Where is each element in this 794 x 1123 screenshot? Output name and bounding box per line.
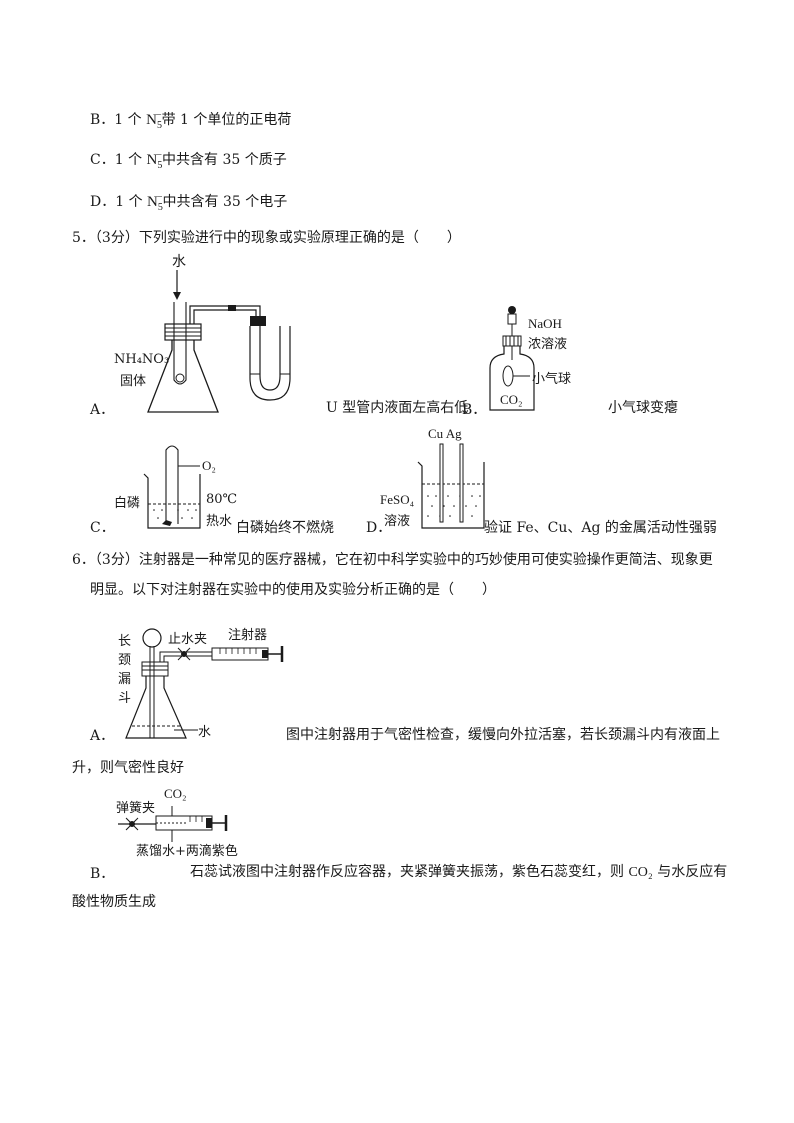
funnel-bulb xyxy=(142,628,162,648)
ion-formula: N5− xyxy=(146,110,162,131)
dropper-bulb xyxy=(508,306,516,314)
option-letter: C．1 个 xyxy=(90,152,147,168)
water-label: 水 xyxy=(198,725,212,740)
option-text: 中共含有 35 个质子 xyxy=(162,152,287,168)
hot-water-label: 热水 xyxy=(206,514,233,529)
q6-option-b-letter: B． xyxy=(90,866,115,882)
q5-option-b-letter: B． xyxy=(462,402,487,418)
funnel-char: 长 xyxy=(118,634,132,649)
q5-option-a-caption: U 型管内液面左高右低 xyxy=(326,400,469,416)
q6-option-a-letter: A． xyxy=(90,728,115,744)
q5-stem: 5．（3分）下列实验进行中的现象或实验原理正确的是（ ） xyxy=(72,230,461,246)
q6-stem-line1: 6．（3分）注射器是一种常见的医疗器械，它在初中科学实验中的巧妙使用可使实验操作… xyxy=(72,552,713,568)
stopper xyxy=(141,661,169,677)
q5-option-d-letter: D． xyxy=(366,520,392,536)
u-tube-stopper xyxy=(250,316,266,326)
arrow-down-icon xyxy=(173,292,181,300)
q6-option-a-caption-line2: 升，则气密性良好 xyxy=(72,760,184,776)
option-b: B．1 个 N5−带 1 个单位的正电荷 xyxy=(90,106,291,136)
naoh-label: NaOH xyxy=(528,316,562,331)
conical-flask xyxy=(147,340,219,413)
q6-option-a-caption-line1: 图中注射器用于气密性检查，缓慢向外拉活塞，若长颈漏斗内有液面上 xyxy=(286,727,720,743)
option-text: 中共含有 35 个电子 xyxy=(162,194,288,210)
q5-option-d-caption: 验证 Fe、Cu、Ag 的金属活动性强弱 xyxy=(484,520,717,536)
conical-flask xyxy=(125,676,187,739)
bottle xyxy=(489,346,535,411)
option-letter: D．1 个 xyxy=(90,194,148,210)
q5d-diagram xyxy=(417,443,485,529)
q6-option-b-caption-line2: 酸性物质生成 xyxy=(72,894,156,910)
q5-option-c-letter: C． xyxy=(90,520,115,536)
liquid-label-line1: 蒸馏水+两滴紫色 xyxy=(136,844,238,859)
option-d: D．1 个 N5−中共含有 35 个电子 xyxy=(90,188,287,218)
inverted-tube xyxy=(165,445,179,524)
concentrated-label: 浓溶液 xyxy=(528,337,568,352)
clamp-label: 止水夹 xyxy=(168,632,208,647)
feso4-label: FeSO₄ xyxy=(380,492,415,507)
co2-label: CO₂ xyxy=(164,786,187,801)
metals-label: Cu Ag xyxy=(428,426,462,441)
q6-stem-line2: 明显。以下对注射器在实验中的使用及实验分析正确的是（ ） xyxy=(90,582,496,598)
syringe-label: 注射器 xyxy=(228,628,268,643)
funnel-char: 颈 xyxy=(118,653,132,668)
solid-label: 固体 xyxy=(120,374,147,389)
balloon-label: 小气球 xyxy=(532,372,572,387)
phosphorus xyxy=(162,520,172,526)
funnel-char: 漏 xyxy=(118,672,132,687)
liquid-label-line2: 石蕊试液 xyxy=(190,864,246,880)
temperature-label: 80℃ xyxy=(206,492,238,507)
q5a-diagram: 水 xyxy=(147,254,291,413)
q5-option-c-caption: 白磷始终不燃烧 xyxy=(236,520,334,536)
q5c-diagram xyxy=(143,445,201,529)
test-tube xyxy=(173,302,187,385)
beaker xyxy=(143,473,201,529)
u-tube xyxy=(249,326,291,401)
q5b-diagram xyxy=(489,306,535,411)
q5-option-a-letter: A． xyxy=(90,402,115,418)
ion-formula: N5− xyxy=(146,150,163,171)
tube-connector xyxy=(228,305,236,311)
q6b-diagram xyxy=(118,806,228,842)
o2-label: O₂ xyxy=(202,458,216,473)
option-letter: B．1 个 xyxy=(90,112,147,128)
option-c: C．1 个 N5−中共含有 35 个质子 xyxy=(90,146,287,176)
spring-clip-label: 弹簧夹 xyxy=(116,801,156,816)
nh4no3-label: NH₄NO₃ xyxy=(114,352,170,367)
ag-wire xyxy=(459,443,464,523)
cu-wire xyxy=(439,443,444,523)
beaker xyxy=(417,461,485,529)
funnel-char: 斗 xyxy=(118,691,132,706)
water-label: 水 xyxy=(172,254,186,270)
co2-label: CO₂ xyxy=(500,392,523,407)
option-text: 带 1 个单位的正电荷 xyxy=(161,112,292,128)
q5-option-b-caption: 小气球变瘪 xyxy=(608,400,678,416)
q6a-diagram xyxy=(125,628,284,739)
phosphorus-label: 白磷 xyxy=(114,496,141,511)
q6-option-b-caption: 石蕊试液图中注射器作反应容器，夹紧弹簧夹振荡，紫色石蕊变红，则 CO₂ 与水反应… xyxy=(190,864,728,880)
balloon xyxy=(502,365,514,387)
ion-formula: N5− xyxy=(147,192,163,213)
solution-label: 溶液 xyxy=(384,514,411,529)
